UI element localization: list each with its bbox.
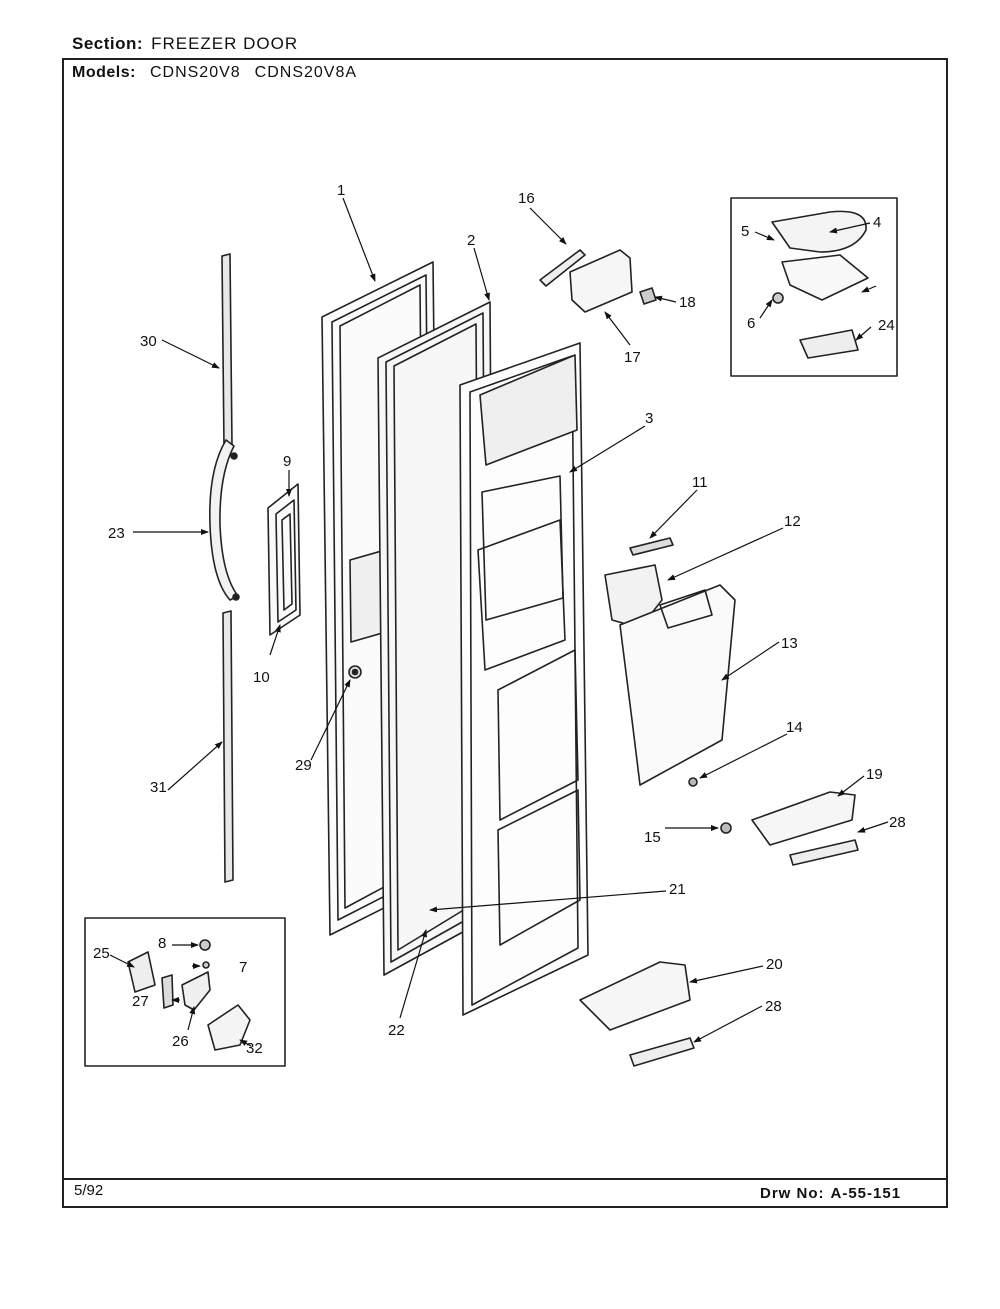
label-9: 9	[283, 453, 291, 470]
section-value: FREEZER DOOR	[151, 34, 299, 53]
label-11: 11	[692, 474, 708, 491]
models-label: Models:	[72, 64, 136, 81]
dispenser-assembly	[604, 537, 736, 786]
label-4: 4	[873, 214, 881, 231]
model-2: CDNS20V8A	[254, 64, 358, 81]
label-6: 6	[747, 315, 755, 332]
hinge-assembly	[539, 249, 657, 313]
revision-date: 5/92	[74, 1182, 104, 1199]
label-13: 13	[781, 635, 798, 652]
inner-door-liner	[459, 342, 589, 1016]
part-labels: 1 2 3 4 5 6 7 8 9 10 11 12 13 14 15 16 1…	[93, 182, 906, 1057]
label-15: 15	[644, 829, 661, 846]
label-18: 18	[679, 294, 696, 311]
label-26: 26	[172, 1033, 189, 1050]
label-16: 16	[518, 190, 535, 207]
section-label: Section:	[72, 34, 144, 53]
label-19: 19	[866, 766, 883, 783]
label-10: 10	[253, 669, 270, 686]
footer-separator	[64, 1178, 946, 1180]
label-28-lower: 28	[765, 998, 782, 1015]
door-handle	[209, 439, 240, 601]
label-21: 21	[669, 881, 686, 898]
models-heading: Models: CDNS20V8 CDNS20V8A	[72, 64, 357, 82]
section-heading: Section: FREEZER DOOR	[72, 34, 298, 54]
label-22: 22	[388, 1022, 405, 1039]
label-1: 1	[337, 182, 345, 199]
label-7: 7	[239, 959, 247, 976]
large-door-shelf	[579, 961, 695, 1067]
drawing-number-line: Drw No: A-55-151	[760, 1185, 901, 1202]
label-2: 2	[467, 232, 475, 249]
label-25: 25	[93, 945, 110, 962]
label-5: 5	[741, 223, 749, 240]
screw-parts	[688, 777, 732, 834]
label-28-upper: 28	[889, 814, 906, 831]
label-14: 14	[786, 719, 803, 736]
label-20: 20	[766, 956, 783, 973]
label-24: 24	[878, 317, 895, 334]
drawing-frame	[62, 58, 948, 1208]
lower-trim-strip	[222, 610, 234, 883]
upper-trim-strip	[221, 253, 233, 448]
leader-lines	[109, 197, 889, 1047]
label-17: 17	[624, 349, 641, 366]
drawing-label: Drw No:	[760, 1185, 825, 1202]
label-3: 3	[645, 410, 653, 427]
label-12: 12	[784, 513, 801, 530]
label-8: 8	[158, 935, 166, 952]
label-29: 29	[295, 757, 312, 774]
label-32: 32	[246, 1040, 263, 1057]
small-door-shelf	[751, 791, 859, 866]
label-27: 27	[132, 993, 149, 1010]
drawing-number: A-55-151	[830, 1185, 902, 1202]
label-30: 30	[140, 333, 157, 350]
label-31: 31	[150, 779, 167, 796]
model-1: CDNS20V8	[149, 64, 241, 81]
door-panel	[267, 483, 301, 636]
closer-detail-inset	[84, 917, 286, 1067]
label-23: 23	[108, 525, 125, 542]
